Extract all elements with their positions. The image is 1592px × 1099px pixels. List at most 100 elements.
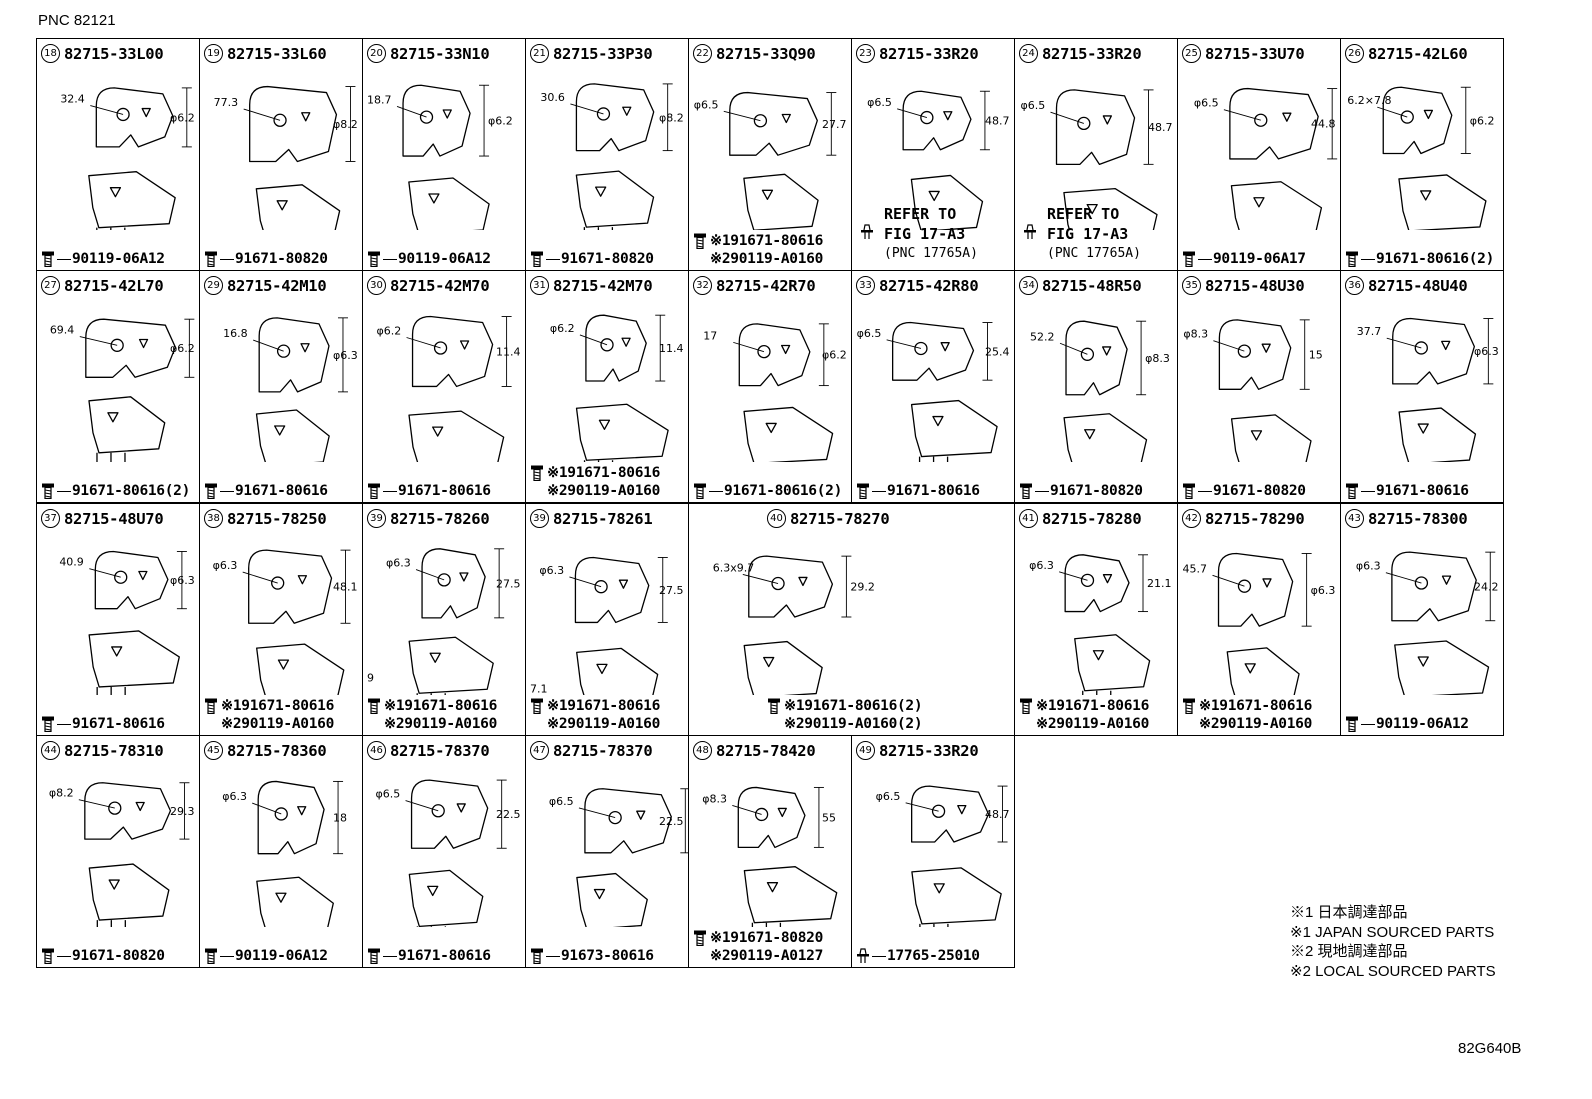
- dimension-label: φ6.3: [333, 349, 358, 362]
- dimension-label: φ6.5: [876, 790, 901, 803]
- fastener-number: 90119-06A12: [235, 948, 328, 964]
- part-drawing: φ6.522.5: [376, 779, 521, 927]
- fastener-number: ※191671-80616(2): [784, 698, 923, 714]
- fastener-number: ※290119-A0160: [384, 716, 498, 732]
- pnc-label: PNC 82121: [38, 12, 116, 29]
- dimension-label: 11.4: [659, 342, 684, 355]
- part-number: 82715-33N10: [390, 44, 490, 63]
- fastener-list: 91671-80616: [41, 715, 165, 733]
- fastener-item: 90119-06A12: [204, 947, 328, 965]
- dimension-label: 27.5: [659, 584, 684, 597]
- fastener-item: 17765-25010: [856, 947, 980, 965]
- dimension-label: 22.5: [496, 808, 521, 821]
- bracket-sketch: [911, 785, 1002, 927]
- dimension-label: 29.2: [850, 581, 875, 594]
- bracket-sketch: [402, 84, 490, 230]
- fastener-number: ※290119-A0160: [1036, 716, 1150, 732]
- callout-number: 29: [204, 276, 223, 295]
- bracket-sketch: [1392, 317, 1477, 462]
- part-drawing: 6.2×7.8φ6.2: [1347, 86, 1495, 230]
- leader-line: [57, 258, 71, 260]
- dimension-label: 25.4: [985, 345, 1010, 358]
- bracket-sketch: [84, 782, 172, 927]
- bolt-icon: [531, 948, 543, 964]
- dimension-label: 52.2: [1030, 330, 1055, 343]
- bolt-icon: [1346, 483, 1358, 499]
- dimension-label: 37.7: [1357, 325, 1382, 338]
- fastener-number: ※290119-A0160: [547, 483, 661, 499]
- fastener-number: 90119-06A12: [1376, 716, 1469, 732]
- fastener-number: ※191671-80616: [221, 698, 335, 714]
- fastener-item: 91671-80820: [1019, 482, 1143, 500]
- bracket-sketch: [737, 786, 838, 927]
- callout-number: 26: [1345, 44, 1364, 63]
- part-number: 82715-42M70: [390, 276, 490, 295]
- part-drawing: 30.6φ8.2: [540, 83, 684, 230]
- fastener-item: 91671-80616(2): [41, 482, 190, 500]
- part-number: 82715-42M10: [227, 276, 327, 295]
- part-number: 82715-33P30: [553, 44, 653, 63]
- fastener-item: 91671-80820: [530, 250, 654, 268]
- fastener-list: 91671-80616: [367, 947, 491, 965]
- bracket-sketch: [408, 779, 489, 927]
- clip-icon: [861, 224, 873, 239]
- leader-line: [546, 258, 560, 260]
- fastener-number: ※191671-80616: [1036, 698, 1150, 714]
- dimension-label: φ8.2: [49, 787, 74, 800]
- fastener-item: ※290119-A0160: [1182, 715, 1312, 733]
- fastener-list: ※191671-80616※290119-A0160: [204, 697, 334, 733]
- fastener-number: ※290119-A0160: [710, 251, 824, 267]
- dimension-label: 17: [703, 329, 717, 342]
- dimension-label: φ6.3: [222, 790, 247, 803]
- part-number: 82715-33U70: [1205, 44, 1305, 63]
- fastener-number: ※191671-80820: [710, 930, 824, 946]
- refer-line: FIG 17-A3: [884, 225, 966, 243]
- fastener-number: ※290119-A0127: [710, 948, 824, 964]
- part-drawing: φ6.525.4: [857, 321, 1010, 462]
- part-drawing: 77.3φ8.2: [214, 85, 358, 230]
- dimension-label: 32.4: [60, 93, 85, 106]
- fastener-list: 90119-06A12: [1345, 715, 1469, 733]
- part-number: 82715-33R20: [1042, 44, 1142, 63]
- fastener-number: 91671-80616: [398, 483, 491, 499]
- dimension-label: φ6.5: [1021, 99, 1046, 112]
- bracket-sketch: [85, 318, 177, 462]
- clip-icon: [1024, 224, 1036, 239]
- callout-number: 32: [693, 276, 712, 295]
- bracket-sketch: [891, 321, 998, 462]
- part-drawing: φ8.229.3: [49, 782, 195, 927]
- fastener-item: 91671-80616: [41, 715, 165, 733]
- part-number: 82715-78280: [1042, 509, 1142, 528]
- dimension-label: φ8.2: [333, 118, 358, 131]
- bolt-icon: [531, 251, 543, 267]
- dimension-label: φ6.3: [1029, 559, 1054, 572]
- bracket-sketch: [1382, 86, 1487, 230]
- part-number: 82715-33Q90: [716, 44, 816, 63]
- dimension-label: 15: [1309, 349, 1323, 362]
- callout-number: 46: [367, 741, 386, 760]
- dimension-label: φ6.5: [1194, 97, 1219, 110]
- fastener-list: 91671-80820: [1182, 482, 1306, 500]
- fastener-number: 91671-80616(2): [72, 483, 191, 499]
- dimension-label: 18: [333, 812, 347, 825]
